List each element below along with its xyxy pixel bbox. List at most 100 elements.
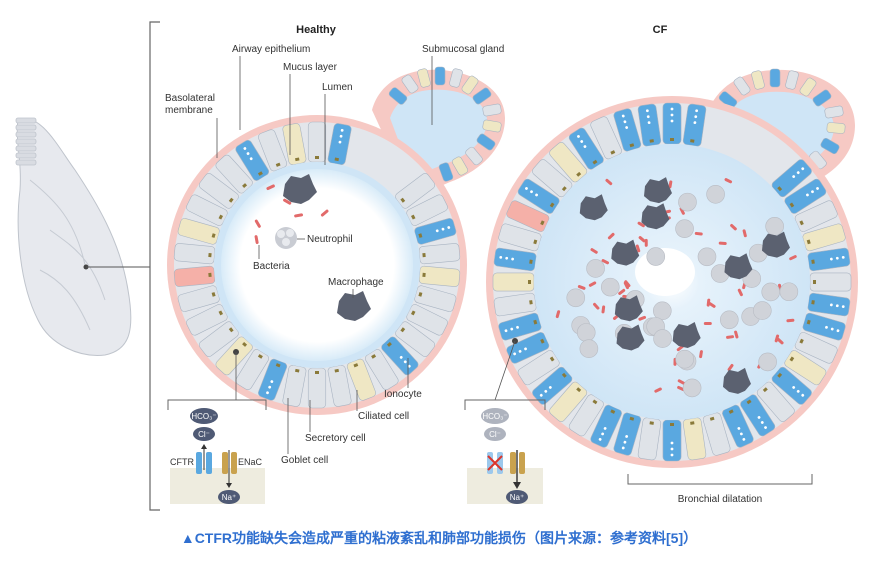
trachea-rings xyxy=(15,117,37,166)
ciliated-cell xyxy=(809,272,852,292)
label-bronchial-dilatation: Bronchial dilatation xyxy=(678,494,763,505)
bacteria-icon xyxy=(623,281,629,290)
bacteria-icon xyxy=(726,335,735,339)
neutrophil-icon xyxy=(753,301,772,320)
cf-mucus-debris xyxy=(555,177,799,398)
gland-cell xyxy=(401,74,419,94)
macrophage-icon xyxy=(614,295,643,322)
macrophage-icon xyxy=(579,194,608,221)
bacteria-icon xyxy=(654,387,662,393)
goblet-cell xyxy=(568,127,604,170)
neutrophil-icon xyxy=(765,217,784,236)
cf-na-label: Na⁺ xyxy=(510,493,524,502)
bacteria-icon xyxy=(254,184,329,245)
label-basolateral-membrane-1: Basolateral xyxy=(165,93,215,104)
bronchial-dilatation-bracket xyxy=(627,474,813,485)
bacteria-icon xyxy=(638,236,646,243)
ciliated-cell xyxy=(235,349,270,390)
gland-cell xyxy=(785,70,799,90)
neutrophil-icon xyxy=(579,339,599,359)
gland-cell xyxy=(812,89,832,107)
bacteria-icon xyxy=(638,315,647,321)
gland-cell xyxy=(826,122,846,134)
label-mucus-layer: Mucus layer xyxy=(283,62,338,73)
bacteria-icon xyxy=(789,255,797,261)
macrophage-icon xyxy=(761,231,790,258)
neutrophil-icon xyxy=(675,219,694,238)
lung-illustration xyxy=(15,117,150,356)
bacteria-icon xyxy=(555,310,561,319)
bacteria-icon xyxy=(577,285,586,290)
label-airway-epithelium: Airway epithelium xyxy=(232,44,310,55)
neutrophil-icon xyxy=(761,282,781,302)
ciliated-cell xyxy=(568,394,604,437)
ciliated-cell xyxy=(173,243,216,265)
gland-cell xyxy=(733,76,751,96)
bacteria-icon xyxy=(607,232,615,240)
healthy-title: Healthy xyxy=(296,24,337,36)
hco3-bubble xyxy=(190,408,218,424)
gland-cell xyxy=(824,105,844,119)
ciliated-cell xyxy=(395,321,436,357)
figure-caption: ▲CTFR功能缺失会造成严重的粘液紊乱和肺部功能损伤（图片来源：参考资料[5]） xyxy=(180,530,698,546)
cl-label: Cl⁻ xyxy=(198,430,210,439)
neutrophil-icon xyxy=(275,227,297,249)
gland-cell xyxy=(417,68,431,88)
gland-cell xyxy=(476,133,496,151)
gland-cell xyxy=(769,68,781,88)
bacteria-icon xyxy=(718,241,727,245)
gland-cell xyxy=(461,75,479,95)
neutrophil-icon xyxy=(682,378,702,398)
macrophage-icon xyxy=(337,291,371,321)
cf-epithelial-cells xyxy=(492,102,852,462)
cf-cl-bubble xyxy=(484,427,506,441)
label-ciliated-cell: Ciliated cell xyxy=(358,411,409,422)
secretory-cell xyxy=(802,223,846,252)
macrophage-icon xyxy=(616,324,645,351)
macrophage-icon xyxy=(611,239,640,266)
cf-ion-inset: HCO₃⁻ Cl⁻ Na⁺ xyxy=(464,338,546,504)
cf-cl-label: Cl⁻ xyxy=(489,430,501,439)
ciliated-cell xyxy=(794,200,838,232)
gland-cells xyxy=(388,66,502,182)
macrophage-icon xyxy=(672,322,701,349)
cf-hco3-bubble xyxy=(481,408,509,424)
bacteria-icon xyxy=(677,379,686,385)
gland-cell xyxy=(472,87,492,105)
bacteria-icon xyxy=(635,244,641,253)
cl-bubble xyxy=(193,427,215,441)
gland-cell xyxy=(388,87,408,105)
healthy-panel: Healthy xyxy=(165,24,505,504)
ionocyte-cell xyxy=(173,265,216,287)
secretory-cell xyxy=(346,358,376,401)
gland-cell xyxy=(451,156,469,176)
neutrophil-icon xyxy=(586,259,605,278)
gland-cell xyxy=(434,66,446,86)
bacteria-icon xyxy=(588,281,597,287)
na-label: Na⁺ xyxy=(222,493,236,502)
enac-label: ENaC xyxy=(238,457,263,467)
bacteria-icon xyxy=(742,229,747,238)
label-basolateral-membrane-2: membrane xyxy=(165,105,213,116)
label-secretory-cell: Secretory cell xyxy=(305,433,366,444)
bacteria-icon xyxy=(601,259,610,265)
bacteria-icon xyxy=(774,334,780,343)
bacteria-icon xyxy=(593,302,600,310)
label-ionocyte: Ionocyte xyxy=(384,389,422,400)
neutrophil-icon xyxy=(697,247,717,267)
hco3-label: HCO₃⁻ xyxy=(191,412,216,421)
macrophage-icon xyxy=(643,177,672,204)
bacteria-icon xyxy=(679,207,685,215)
healthy-ion-inset: HCO₃⁻ Cl⁻ CFTR ENaC Na⁺ xyxy=(167,349,267,504)
neutrophil-icon xyxy=(646,247,666,266)
bacteria-icon xyxy=(677,385,685,392)
secretory-cell xyxy=(682,417,707,461)
neutrophil-icon xyxy=(653,301,672,321)
neutrophil-icon xyxy=(779,282,799,302)
label-submucosal-gland: Submucosal gland xyxy=(422,44,504,55)
healthy-epithelial-cells xyxy=(173,121,461,409)
bacteria-icon xyxy=(734,330,739,339)
bacteria-icon xyxy=(776,337,784,345)
macrophage-icon xyxy=(722,367,751,394)
bacteria-icon xyxy=(786,318,795,323)
